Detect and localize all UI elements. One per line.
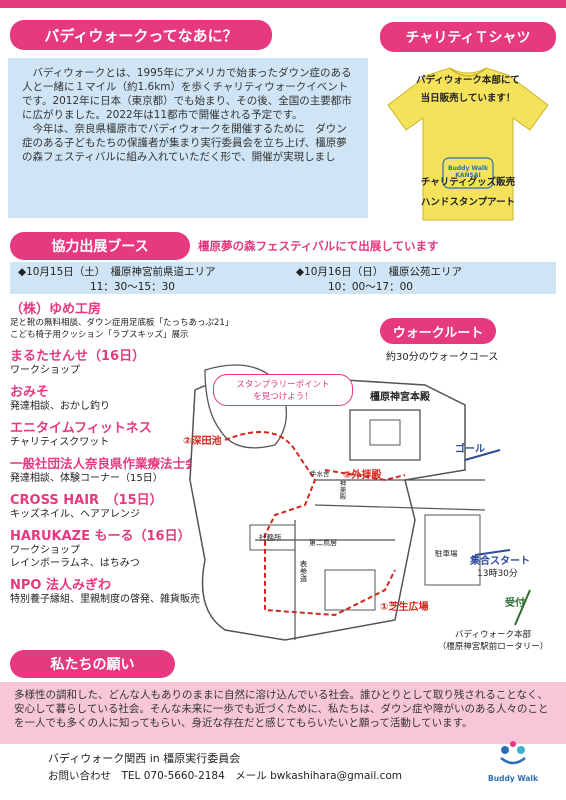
footer-org: バディウォーク関西 in 橿原実行委員会 (48, 752, 241, 765)
shamusho-label: 社務所 (259, 533, 282, 542)
exhibitor-desc: 発達相談、体験コーナー（15日） (10, 473, 163, 484)
exhibitor-name: 一般社団法人奈良県作業療法士会 (10, 456, 198, 471)
top-accent-bar (0, 0, 566, 8)
wish-title: 私たちの願い (10, 650, 175, 678)
exhibitor-item: HARUKAZE もーる（16日） ワークショップ レインボーラムネ、はちみつ (10, 525, 295, 570)
day2-label: ◆10月16日（日） 橿原公苑エリア (296, 266, 463, 278)
day1-time: 11：30～15：30 (90, 281, 175, 293)
honden-label: 橿原神宮本殿 (370, 392, 430, 403)
wish-title-text: 私たちの願い (50, 657, 135, 673)
intro-paragraph-2: 今年は、奈良県橿原市でバディウォークを開催するために ダウン症のある子どもたちの… (22, 123, 347, 163)
dates-box: ◆10月15日（土） 橿原神宮前県道エリア 11：30～15：30 ◆10月16… (10, 262, 556, 294)
route-map: スタンプラリーポイント を見つけよう！ 橿原神宮本殿 ゴール ②深田池 ③外拝殿… (165, 360, 560, 660)
buddy-walk-logo: Buddy Walk (478, 736, 548, 784)
route-title: ウォークルート (380, 318, 496, 344)
booth-title-text: 協力出展ブース (51, 239, 149, 255)
exhibitor-desc: キッズネイル、ヘアアレンジ (10, 509, 140, 520)
intro-box: バディウォークとは、1995年にアメリカで始まったダウン症のある人と一緒に１マイ… (8, 58, 368, 218)
shirt-line-3: チャリティグッズ販売 (420, 177, 516, 188)
buddy-walk-logo-icon (500, 741, 526, 765)
temizusha-label: 手水舎 (310, 470, 330, 478)
shirt-logo-text: Buddy Walk KANSAI (448, 165, 488, 179)
exhibitor-name: まるたせんせ（16日） (10, 349, 146, 364)
reception-label: 受付 (505, 598, 525, 609)
exhibitor-name: おみそ (10, 385, 50, 400)
intro-paragraph-1: バディウォークとは、1995年にアメリカで始まったダウン症のある人と一緒に１マイ… (22, 67, 352, 121)
goal-label: ゴール (455, 444, 485, 455)
exhibitor-item: 一般社団法人奈良県作業療法士会 発達相談、体験コーナー（15日） (10, 453, 295, 485)
exhibitor-item: CROSS HAIR （15日） キッズネイル、ヘアアレンジ (10, 489, 295, 521)
booth-title: 協力出展ブース (10, 232, 190, 260)
shirt-title: チャリティＴシャツ (380, 22, 556, 52)
exhibitor-name: HARUKAZE もーる（16日） (10, 529, 191, 544)
exhibitor-list: （株）ゆめ工房 足と靴の無料相談、ダウン症用足底板「たっちあっぷ21」 こども椅… (10, 298, 295, 610)
exhibitor-desc: 特別養子縁組、里親制度の啓発、雑貨販売 (10, 594, 200, 605)
kaguraden-label: 神楽殿 (338, 480, 346, 500)
omotesando-label: 表参道 (299, 560, 308, 583)
exhibitor-desc: チャリティスクワット (10, 437, 110, 448)
shirt-line-1: バディウォーク本部にて (416, 75, 520, 86)
exhibitor-desc: 足と靴の無料相談、ダウン症用足底板「たっちあっぷ21」 こども椅子用クッション「… (10, 318, 234, 340)
day1-label: ◆10月15日（土） 橿原神宮前県道エリア (18, 266, 216, 278)
start-time-label: 13時30分 (477, 569, 518, 579)
exhibitor-item: NPO 法人みぎわ 特別養子縁組、里親制度の啓発、雑貨販売 (10, 574, 295, 606)
buddy-walk-logo-text: Buddy Walk (488, 774, 538, 783)
exhibitor-desc: 発達相談、おかし釣り (10, 401, 110, 412)
exhibitor-item: （株）ゆめ工房 足と靴の無料相談、ダウン症用足底板「たっちあっぷ21」 こども椅… (10, 298, 295, 341)
booth-subtitle: 橿原夢の森フェスティバルにて出展しています (198, 239, 439, 253)
day2-time: 10：00～17：00 (328, 281, 413, 293)
exhibitor-item: まるたせんせ（16日） ワークショップ (10, 345, 295, 377)
shirt-line-2: 当日販売しています！ (420, 93, 516, 104)
what-is-title: バディウォークってなあに？ (10, 20, 272, 50)
point-2-label: ②深田池 (183, 436, 222, 447)
shirt-line-4: ハンドスタンプアート (420, 197, 516, 208)
start-label: 集合スタート (470, 556, 530, 567)
exhibitor-item: エニタイムフィットネス チャリティスクワット (10, 417, 295, 449)
exhibitor-name: NPO 法人みぎわ (10, 578, 111, 593)
footer-contact: お問い合わせ TEL 070-5660-2184 メール bwkashihara… (48, 770, 403, 782)
exhibitor-name: CROSS HAIR （15日） (10, 493, 163, 508)
exhibitor-desc: ワークショップ (10, 365, 80, 376)
stamp-rally-callout: スタンプラリーポイント を見つけよう！ (213, 374, 353, 406)
shirt-title-text: チャリティＴシャツ (405, 30, 531, 46)
exhibitor-name: エニタイムフィットネス (10, 421, 152, 436)
parking-label: 駐車場 (435, 549, 458, 558)
hq-label: バディウォーク本部 （橿原神宮駅前ロータリー） (437, 630, 549, 652)
point-3-label: ③外拝殿 (343, 470, 382, 481)
point-1-label: ①芝生広場 (380, 602, 429, 613)
exhibitor-desc: ワークショップ レインボーラムネ、はちみつ (10, 545, 140, 569)
exhibitor-item: おみそ 発達相談、おかし釣り (10, 381, 295, 413)
tshirt-icon (387, 67, 549, 221)
wish-box: 多様性の調和した、どんな人もありのままに自然に溶け込んでいる社会。誰ひとりとして… (0, 682, 566, 744)
exhibitor-name: （株）ゆめ工房 (10, 302, 102, 317)
what-is-title-text: バディウォークってなあに？ (44, 26, 238, 45)
route-subtitle: 約30分のウォークコース (386, 352, 499, 363)
route-title-text: ウォークルート (392, 325, 484, 341)
torii-label: 第二鳥居 (309, 539, 337, 547)
tshirt-area: バディウォーク本部にて 当日販売しています！ Buddy Walk KANSAI… (378, 60, 558, 230)
wish-text: 多様性の調和した、どんな人もありのままに自然に溶け込んでいる社会。誰ひとりとして… (14, 689, 549, 729)
